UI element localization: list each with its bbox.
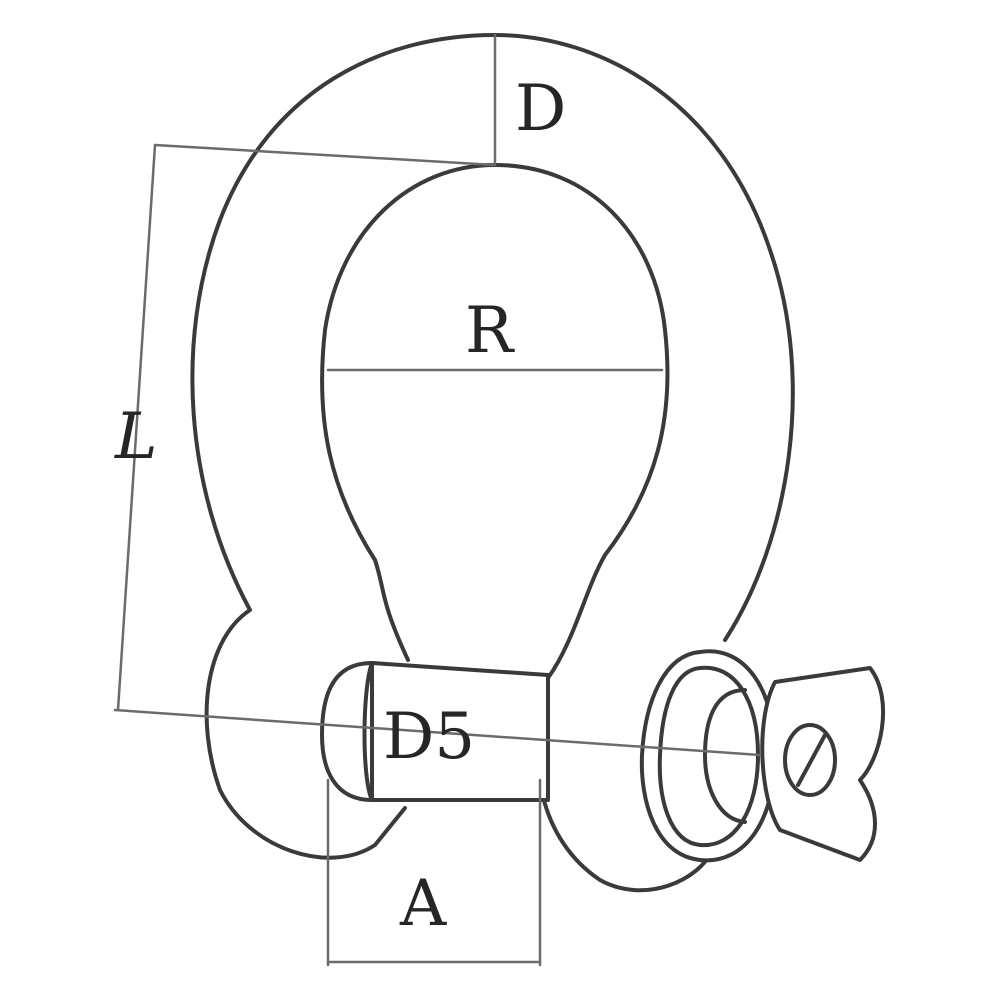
label-a: A — [399, 867, 447, 941]
dim-l-line — [116, 143, 157, 712]
pin-body — [370, 661, 550, 802]
pin-head — [320, 661, 374, 802]
shackle-inner-opening — [320, 163, 670, 680]
pin-collar-ring — [703, 688, 747, 824]
pin-end-eye — [760, 666, 885, 862]
dim-l-bottom-extension — [113, 708, 762, 757]
dim-l-top-extension — [153, 143, 497, 167]
label-d5: D5 — [383, 700, 475, 774]
pin-eye-slash — [796, 733, 827, 787]
label-d: D — [515, 72, 566, 146]
label-r: R — [465, 294, 515, 368]
pin-collar-inner — [657, 665, 760, 848]
shackle-outer-bow — [190, 33, 795, 860]
label-l: L — [114, 400, 158, 474]
pin-eye-hole — [783, 723, 837, 797]
